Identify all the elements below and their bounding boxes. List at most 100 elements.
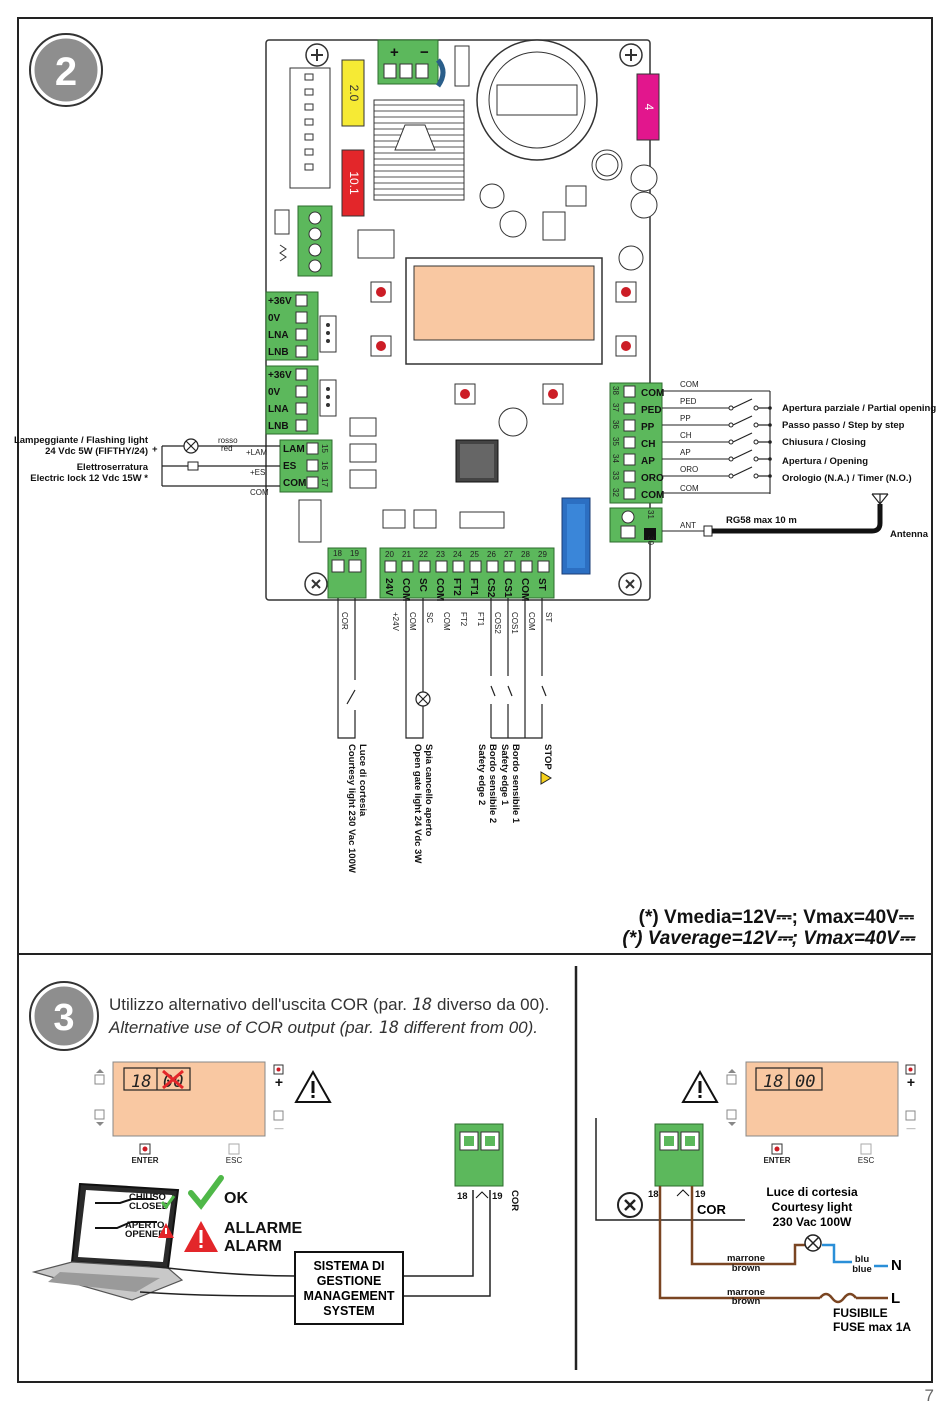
motor2-label: 0V: [268, 387, 281, 398]
safety-edge-1-spec: Safety edge 1: [499, 744, 510, 806]
bottom-wire-label: FT2: [459, 612, 468, 627]
enter-button[interactable]: [139, 1143, 151, 1155]
fuse-yellow: [341, 59, 365, 127]
display-param: 18: [131, 1072, 151, 1092]
closed-label-en: CLOSED: [129, 1201, 169, 1212]
bottom-wire-label: SC: [425, 612, 434, 623]
arrow-down-button[interactable]: [726, 1109, 737, 1126]
control-display-right: 18 00: [745, 1061, 899, 1137]
gate-light-icon: [415, 691, 431, 707]
terminal-socket: [503, 560, 516, 573]
arrow-up-button[interactable]: [726, 1069, 737, 1085]
cor-number: 19: [350, 549, 359, 558]
enter-button[interactable]: [771, 1143, 783, 1155]
stop-label: STOP: [542, 744, 553, 770]
power-minus: −: [420, 44, 429, 61]
rt-wire-label: AP: [680, 448, 691, 457]
minus-label: —: [275, 1123, 284, 1133]
board-button[interactable]: [454, 383, 476, 405]
lock-coil-icon: [187, 461, 199, 471]
rt-label: COM: [641, 490, 664, 501]
courtesy-light-spec: Courtesy light 230 Vac 100W: [346, 744, 357, 873]
pin-header: [289, 67, 331, 189]
rt-label: PED: [641, 405, 662, 416]
bottom-wire-label: COS1: [510, 612, 519, 634]
blue-wire-label: blu: [855, 1254, 869, 1265]
bottom-terminal-label: SC: [417, 578, 428, 592]
lamp-icon: [804, 1234, 822, 1252]
step-2-badge: 2: [29, 33, 103, 107]
alarm-label-it: ALLARME: [224, 1220, 303, 1237]
control-display-left: 18 00: [112, 1061, 266, 1137]
antenna-label: Antenna: [890, 529, 929, 540]
terminal-19: 19: [492, 1191, 503, 1202]
bottom-wire-label: FT1: [476, 612, 485, 627]
minus-button[interactable]: [273, 1110, 284, 1121]
fuse-magenta: [636, 73, 660, 141]
bottom-terminal-number: 29: [538, 550, 547, 559]
bottom-terminal-number: 28: [521, 550, 530, 559]
flashing-light-wiring: [161, 445, 280, 487]
screw-icon: [619, 43, 643, 67]
esc-button[interactable]: [860, 1143, 872, 1155]
es-number: 16: [320, 461, 329, 470]
courtesy-light-label: Luce di cortesia: [357, 744, 368, 817]
input-label-opening: Apertura / Opening: [782, 456, 868, 467]
screw-icon: [617, 1192, 643, 1218]
esc-button[interactable]: [228, 1143, 240, 1155]
board-button[interactable]: [370, 281, 392, 303]
display-value: 00: [795, 1072, 815, 1092]
check-icon: [188, 1175, 224, 1210]
bottom-wire-label: COM: [408, 612, 417, 631]
control-board: 2.0 10.1 4 + −: [265, 39, 664, 601]
arrow-up-button[interactable]: [94, 1069, 105, 1085]
rt-label: AP: [641, 456, 655, 467]
rt-label: PP: [641, 422, 655, 433]
mgmt-line: MANAGEMENT: [304, 1289, 395, 1303]
arrow-down-button[interactable]: [94, 1109, 105, 1126]
warning-triangle-icon: [294, 1069, 332, 1103]
terminal-socket: [401, 560, 414, 573]
rt-label: ORO: [641, 473, 664, 484]
motor1-label: 0V: [268, 313, 281, 324]
mgmt-line: SYSTEM: [323, 1304, 374, 1318]
rt-wire-label: CH: [680, 431, 692, 440]
bottom-terminal: [379, 547, 555, 599]
step-2-number: 2: [55, 50, 77, 94]
plus-button[interactable]: [905, 1064, 916, 1075]
step-3-badge: 3: [29, 981, 99, 1051]
com-number: 17: [320, 478, 329, 487]
brown-wire-label: marrone: [727, 1253, 765, 1264]
bottom-terminal-label: COM: [434, 578, 445, 601]
esc-label: ESC: [226, 1156, 243, 1165]
motor2-label: LNB: [268, 421, 289, 432]
bottom-terminal-label: FT2: [451, 578, 462, 596]
bottom-terminal-label: ST: [536, 578, 547, 591]
bottom-terminal-number: 20: [385, 550, 394, 559]
input-terminal: [609, 382, 663, 504]
board-button[interactable]: [615, 335, 637, 357]
bottom-wire-label: COM: [527, 612, 536, 631]
flashing-light-spec: 24 Vdc 5W (FIFTHY/24): [45, 446, 148, 457]
electric-lock-spec: Electric lock 12 Vdc 15W *: [30, 473, 148, 484]
board-button[interactable]: [370, 335, 392, 357]
terminal-socket: [520, 560, 533, 573]
board-button[interactable]: [542, 383, 564, 405]
rt-label: CH: [641, 439, 655, 450]
bottom-terminal-number: 23: [436, 550, 445, 559]
fuse-spec: FUSE max 1A: [833, 1320, 911, 1334]
cor-label-right: COR: [697, 1202, 727, 1217]
open-gate-light-spec: Open gate light 24 Vdc 3W: [412, 744, 423, 863]
bottom-wire-label: +24V: [391, 612, 400, 632]
screw-icon: [304, 572, 328, 596]
terminal-19: 19: [695, 1189, 706, 1200]
board-button[interactable]: [615, 281, 637, 303]
safety-edge-2-label: Bordo sensibile 2: [487, 744, 498, 823]
brown-wire-label: marrone: [727, 1287, 765, 1298]
plus-button[interactable]: [273, 1064, 284, 1075]
minus-button[interactable]: [905, 1110, 916, 1121]
power-plus: +: [390, 44, 399, 61]
lam-number: 15: [320, 444, 329, 453]
input-label-partial-opening: Apertura parziale / Partial opening: [782, 403, 936, 414]
antenna-cable: [662, 504, 883, 537]
